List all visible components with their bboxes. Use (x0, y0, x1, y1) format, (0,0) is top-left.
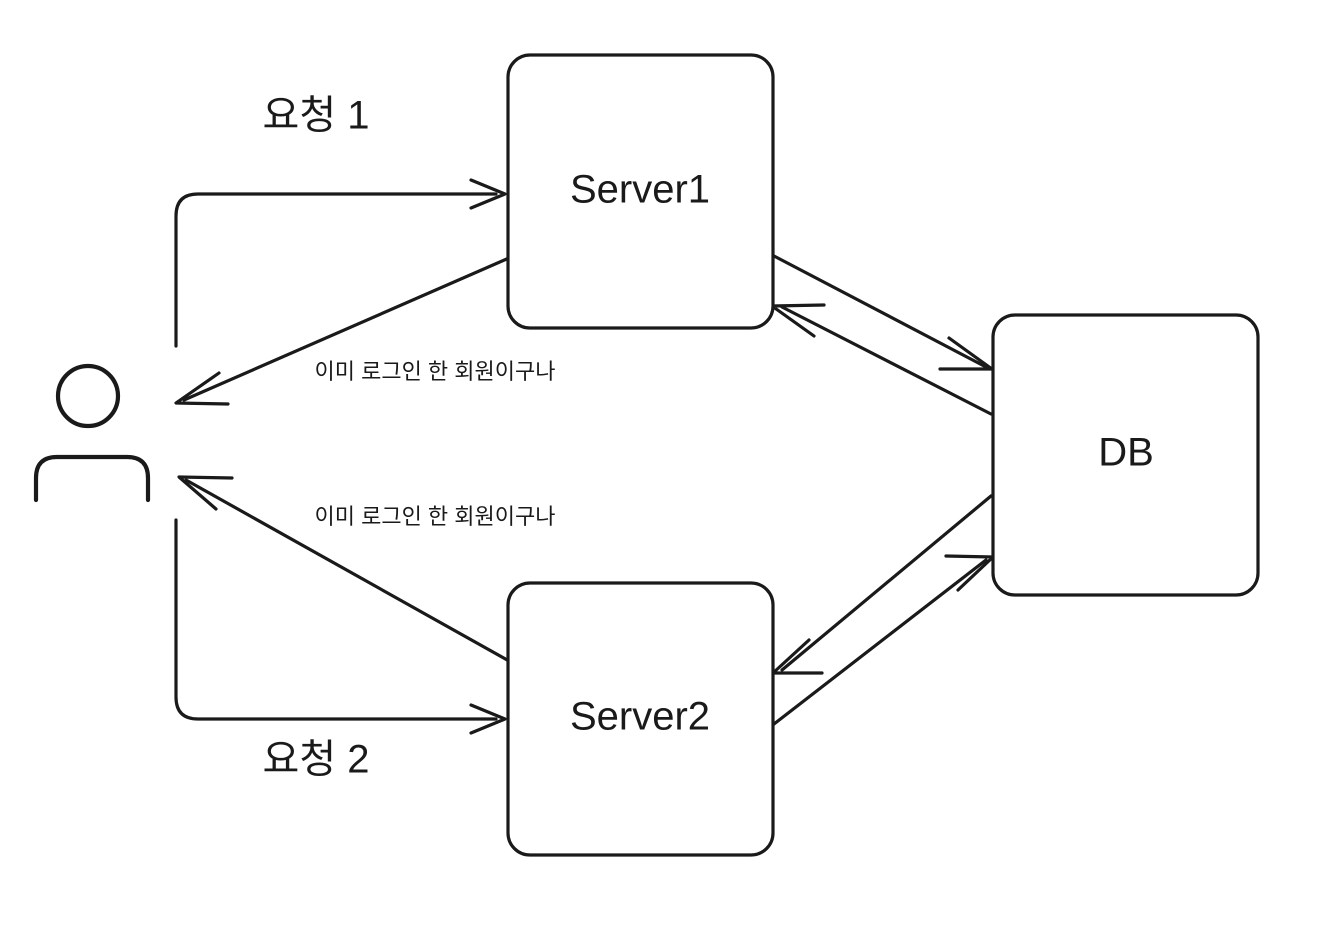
db-to-server2-line (780, 494, 993, 672)
server1-box[interactable] (506, 53, 775, 330)
request-2-arrowhead (469, 703, 507, 735)
edge-response-2 (177, 475, 511, 663)
user-actor-icon (33, 363, 151, 503)
request-1-arrowhead (469, 178, 507, 210)
response-1-arrowhead (174, 371, 230, 406)
db-to-server1-arrowhead (770, 303, 826, 338)
server1-to-db-arrowhead (938, 336, 994, 371)
node-db[interactable]: DB (991, 313, 1260, 597)
server1-label: Server1 (570, 168, 710, 212)
edge-server1-to-db (772, 254, 994, 371)
node-server1[interactable]: Server1 (506, 53, 775, 330)
node-server2[interactable]: Server2 (506, 581, 775, 857)
request-2-line (174, 518, 498, 721)
request-2-label: 요청 2 (263, 738, 370, 782)
db-box[interactable] (991, 313, 1260, 597)
server2-box[interactable] (506, 581, 775, 857)
response-1-line (182, 256, 511, 402)
response-2-line (184, 478, 511, 663)
edge-request-2 (174, 518, 507, 735)
response-2-label: 이미 로그인 한 회원이구나 (315, 504, 556, 529)
edge-db-to-server1 (770, 303, 993, 416)
edge-response-1 (174, 256, 511, 406)
response-2-arrowhead (177, 475, 234, 511)
response-1-label: 이미 로그인 한 회원이구나 (315, 359, 556, 384)
actor-head-icon (55, 363, 121, 429)
server2-label: Server2 (570, 695, 710, 739)
actor-body-icon (33, 454, 151, 503)
request-1-label: 요청 1 (263, 94, 370, 138)
edge-db-to-server2 (771, 494, 993, 675)
db-label: DB (1098, 431, 1154, 475)
db-to-server1-line (780, 305, 993, 416)
server2-to-db-line (772, 558, 988, 726)
request-1-line (174, 192, 498, 348)
edge-request-1 (174, 178, 507, 348)
server1-to-db-line (772, 254, 988, 369)
